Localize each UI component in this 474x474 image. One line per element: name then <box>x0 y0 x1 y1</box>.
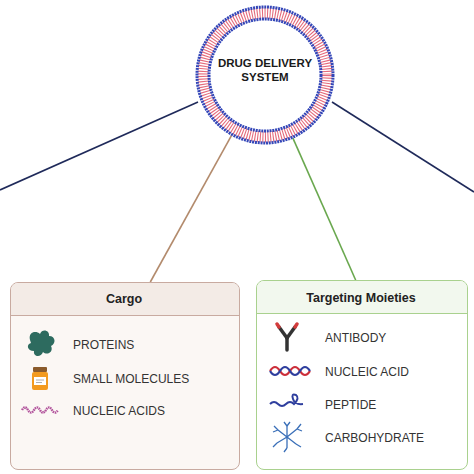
item-label: NUCLEIC ACID <box>325 365 465 379</box>
item-label: SMALL MOLECULES <box>73 372 233 386</box>
antibody-icon <box>277 324 297 350</box>
cargo-box: CargoPROTEINS SMALL MOLECULES NUCLEIC ACID… <box>10 282 240 470</box>
carbohydrate-icon <box>273 422 302 452</box>
dna-helix-icon <box>270 367 310 375</box>
leader-line <box>0 102 198 190</box>
node-title: DRUG DELIVERY SYSTEM <box>215 57 315 85</box>
item-label: ANTIBODY <box>325 331 465 345</box>
box-heading: Cargo <box>11 292 237 307</box>
box-heading: Targeting Moieties <box>257 291 465 306</box>
peptide-icon <box>270 395 303 407</box>
protein-icon <box>28 330 55 356</box>
item-label: PEPTIDE <box>325 398 465 412</box>
item-label: PROTEINS <box>73 338 233 352</box>
liposome-node: DRUG DELIVERY SYSTEM <box>195 5 335 145</box>
leader-line <box>332 102 474 192</box>
targeting-box: Targeting MoietiesANTIBODY NUCLEIC ACID PE… <box>256 280 468 470</box>
item-label: NUCLEIC ACIDS <box>73 404 233 418</box>
connector-line <box>293 138 356 280</box>
item-label: CARBOHYDRATE <box>325 431 465 445</box>
pill-bottle-icon <box>32 367 48 390</box>
nucleic-acid-icon <box>22 408 58 413</box>
connector-line <box>150 135 231 282</box>
